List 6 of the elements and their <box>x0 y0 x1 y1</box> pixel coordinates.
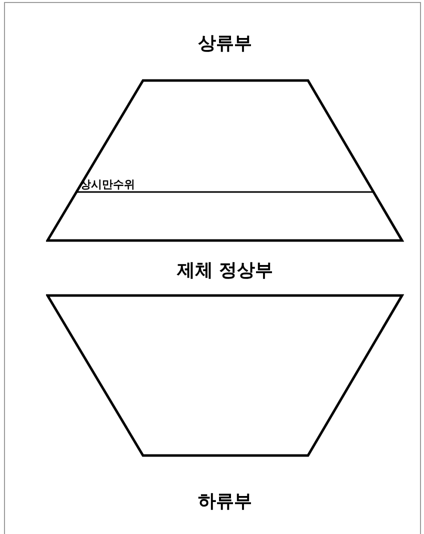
trapezoid-shape <box>46 294 404 457</box>
water-level-label: 상시만수위 <box>80 177 135 192</box>
section-label: 상류부 <box>198 33 252 54</box>
trapezoid-shape <box>46 79 404 242</box>
section-label: 하류부 <box>198 491 252 512</box>
section-label: 제체 정상부 <box>176 260 274 281</box>
